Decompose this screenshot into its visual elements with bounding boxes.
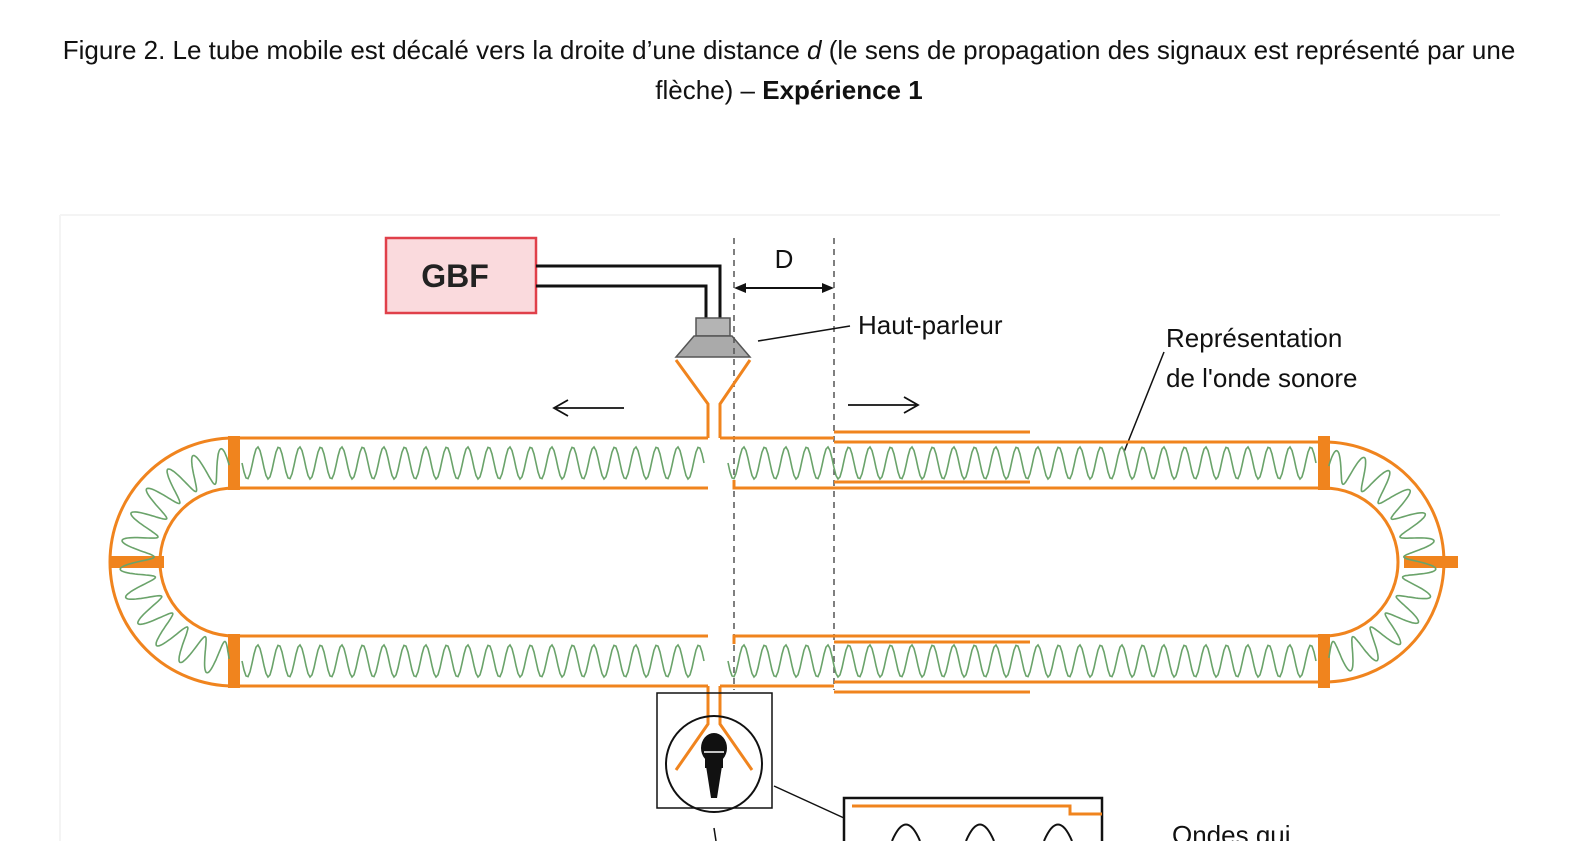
distance-arrowhead-left <box>734 283 746 293</box>
speaker-label: Haut-parleur <box>858 310 1003 340</box>
distance-arrowhead-right <box>822 283 834 293</box>
wave-top-right <box>727 445 1317 481</box>
mic-circle <box>665 715 763 813</box>
wave-bottom-right <box>727 643 1317 679</box>
speaker-funnel-right <box>718 359 752 438</box>
tube-outer-outline <box>108 436 708 688</box>
tube-mid-inner-bottom <box>732 634 834 644</box>
wave-leader-line <box>1123 351 1165 453</box>
gbf-wire-1 <box>536 264 722 318</box>
wave-left-bend-lower <box>119 561 230 674</box>
wave-bottom-left <box>241 643 705 679</box>
scope-screen <box>842 796 1104 841</box>
wave-label-line-1: Représentation <box>1166 323 1342 353</box>
caption-variable: d <box>807 35 822 65</box>
speaker-funnel-left <box>674 359 710 438</box>
distance-label: D <box>775 244 794 274</box>
caption-text-1: Figure 2. Le tube mobile est décalé vers… <box>62 35 808 65</box>
caption-text-2: (le sens de propagation des signaux est … <box>655 35 1516 105</box>
arrow-right-head <box>903 396 920 414</box>
scope-leader-line <box>773 785 845 819</box>
bottom-partial-label: Ondes qui <box>1172 820 1291 841</box>
mic-cable <box>713 827 717 841</box>
tube-mid-inner-top <box>732 480 834 490</box>
wave-label-line-2: de l'onde sonore <box>1166 363 1357 393</box>
gbf-wire-2 <box>536 284 708 318</box>
junction-top-left <box>228 436 240 490</box>
junction-top-right <box>1318 436 1330 490</box>
junction-right-end <box>1404 556 1458 568</box>
mic-tube-right <box>718 686 754 771</box>
scope-signal <box>891 823 1073 841</box>
junction-bottom-right <box>1318 634 1330 688</box>
microphone-icon <box>701 733 727 798</box>
gbf-box <box>384 236 538 315</box>
figure-caption: Figure 2. Le tube mobile est décalé vers… <box>40 30 1538 110</box>
caption-experiment: Expérience 1 <box>762 75 923 105</box>
scope-orange-line <box>852 804 1102 816</box>
tube-left-inner <box>158 486 708 638</box>
speaker-cone <box>674 335 752 358</box>
wave-top-left <box>241 445 705 481</box>
speaker-magnet <box>695 317 731 337</box>
mobile-tube-inner <box>834 480 1400 644</box>
wave-right-bend-upper <box>1328 449 1435 563</box>
mic-tube-left <box>674 686 710 771</box>
sound-waves <box>119 445 1437 679</box>
arrow-left-head <box>552 399 569 417</box>
speaker-leader-line <box>757 325 851 342</box>
junction-bottom-left <box>228 634 240 688</box>
mic-box <box>656 692 773 809</box>
wave-left-bend-upper <box>121 447 230 563</box>
wave-right-bend-lower <box>1328 561 1437 672</box>
gbf-label: GBF <box>421 258 489 294</box>
